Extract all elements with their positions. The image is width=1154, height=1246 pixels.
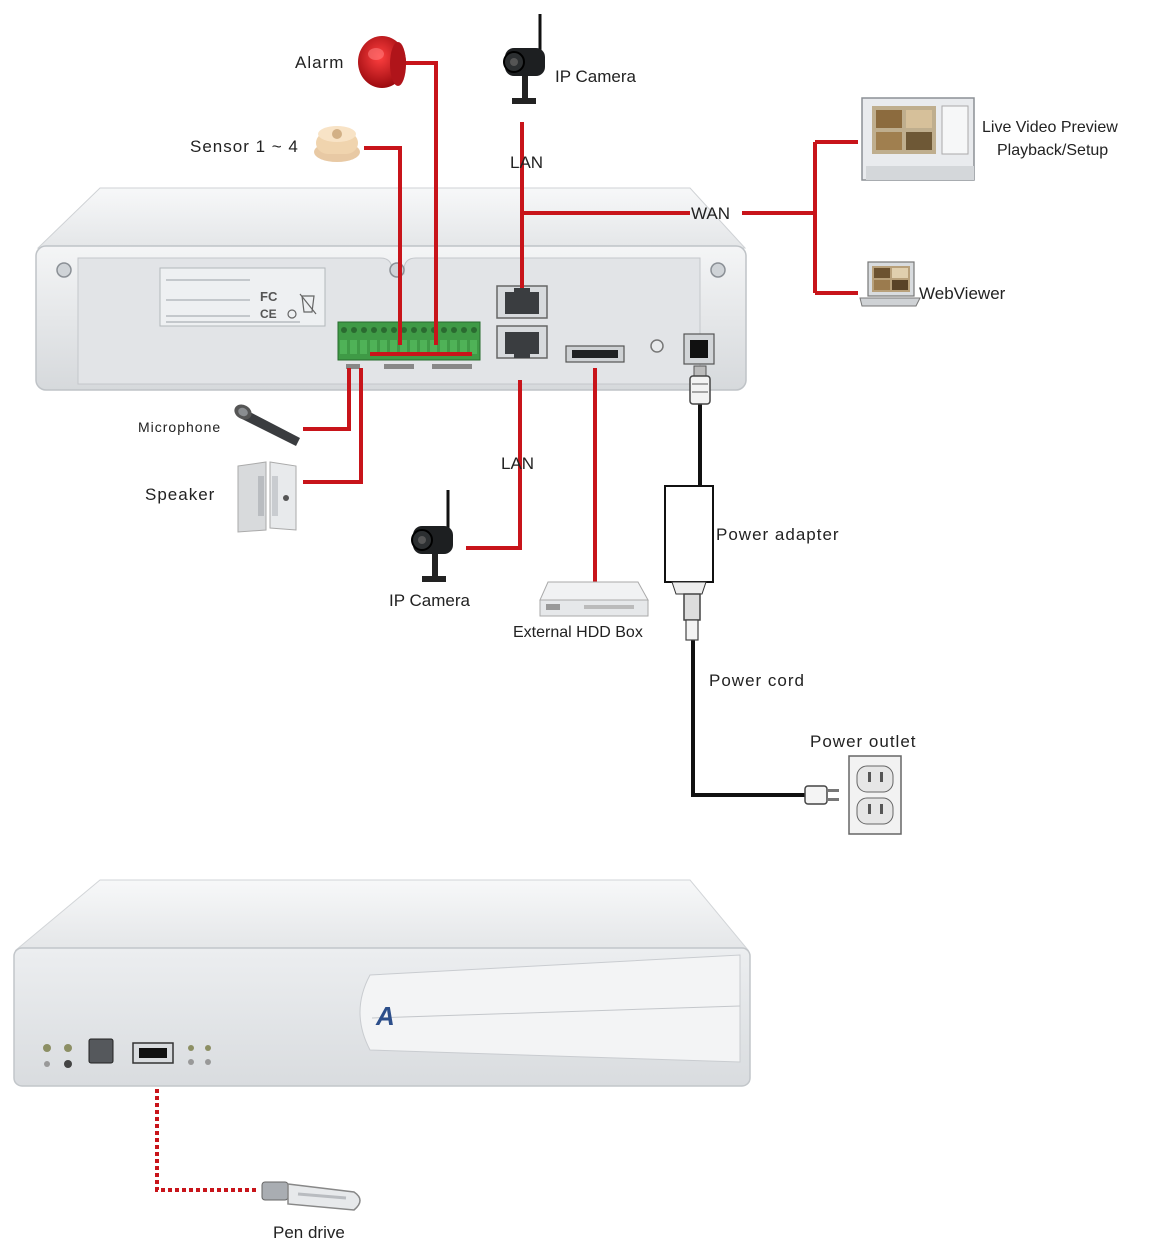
terminal-slot [460, 340, 467, 354]
label-live-video-line2: Playback/Setup [997, 142, 1108, 159]
terminal-pin [411, 327, 417, 333]
terminal-pin [391, 327, 397, 333]
terminal-pin [371, 327, 377, 333]
screw-icon [56, 262, 72, 278]
terminal-pin [361, 327, 367, 333]
reset-button[interactable] [650, 339, 664, 353]
label-wan: WAN [691, 204, 730, 223]
svg-text:FC: FC [260, 289, 278, 304]
laptop-icon [859, 261, 921, 307]
terminal-pin [451, 327, 457, 333]
microphone-icon [234, 404, 300, 446]
esata-port[interactable] [565, 345, 625, 363]
terminal-pin [401, 327, 407, 333]
label-webviewer: WebViewer [919, 284, 1006, 303]
power-adapter [664, 485, 714, 641]
lan-port-upper[interactable] [496, 285, 548, 319]
ip-camera-icon [503, 14, 545, 104]
power-wires [691, 372, 805, 797]
lan-port-lower[interactable] [496, 325, 548, 359]
speaker-icon [237, 461, 297, 533]
terminal-pin [381, 327, 387, 333]
terminal-slot [430, 340, 437, 354]
label-pen-drive: Pen drive [273, 1223, 345, 1242]
brand-logo: A [375, 1001, 395, 1031]
power-plug [804, 785, 839, 805]
alarm-icon [358, 36, 406, 88]
sensor-icon [314, 126, 360, 162]
label-power-cord: Power cord [709, 671, 805, 690]
status-leds-right [188, 1045, 211, 1065]
label-ip-camera-bottom: IP Camera [389, 591, 470, 610]
terminal-pin [441, 327, 447, 333]
pen-drive-icon [261, 1181, 361, 1211]
svg-text:CE: CE [260, 307, 277, 321]
label-alarm: Alarm [295, 53, 344, 72]
terminal-pin [471, 327, 477, 333]
dc-power-jack[interactable] [683, 333, 715, 365]
terminal-pin [461, 327, 467, 333]
nvr-rear-panel: FC CE [35, 187, 747, 391]
status-leds-left [43, 1044, 72, 1068]
power-button[interactable] [88, 1038, 114, 1064]
screw-icon [710, 262, 726, 278]
terminal-slot [400, 340, 407, 354]
label-microphone: Microphone [138, 419, 221, 435]
terminal-slot [360, 340, 367, 354]
power-outlet-icon [848, 755, 902, 835]
terminal-slot [370, 340, 377, 354]
rating-label [159, 267, 326, 327]
terminal-slot [350, 340, 357, 354]
label-lan-bottom: LAN [501, 454, 534, 473]
terminal-pin [341, 327, 347, 333]
terminal-pin [351, 327, 357, 333]
label-sensor: Sensor 1 ~ 4 [190, 137, 299, 156]
label-power-outlet: Power outlet [810, 732, 917, 751]
terminal-slot [450, 340, 457, 354]
label-ip-camera-top: IP Camera [555, 67, 636, 86]
label-speaker: Speaker [145, 485, 215, 504]
terminal-slot [440, 340, 447, 354]
external-hdd-icon [539, 581, 649, 617]
ip-camera-icon [411, 490, 453, 582]
label-live-video-line1: Live Video Preview [982, 119, 1118, 136]
diagram-labels: Alarm IP Camera Sensor 1 ~ 4 LAN WAN Liv… [138, 53, 1118, 1242]
label-power-adapter: Power adapter [716, 525, 840, 544]
terminal-slot [470, 340, 477, 354]
terminal-slot [340, 340, 347, 354]
terminal-slot [390, 340, 397, 354]
terminal-pin [421, 327, 427, 333]
terminal-slot [420, 340, 427, 354]
pc-monitor-icon [861, 97, 975, 181]
connection-wires [155, 61, 858, 1192]
terminal-slot [380, 340, 387, 354]
label-lan-top: LAN [510, 153, 543, 172]
usb-port[interactable] [132, 1042, 174, 1064]
label-external-hdd: External HDD Box [513, 624, 643, 641]
terminal-slot [410, 340, 417, 354]
nvr-front-panel: A [13, 879, 751, 1087]
dc-plug [689, 365, 711, 405]
terminal-block[interactable] [337, 321, 481, 369]
